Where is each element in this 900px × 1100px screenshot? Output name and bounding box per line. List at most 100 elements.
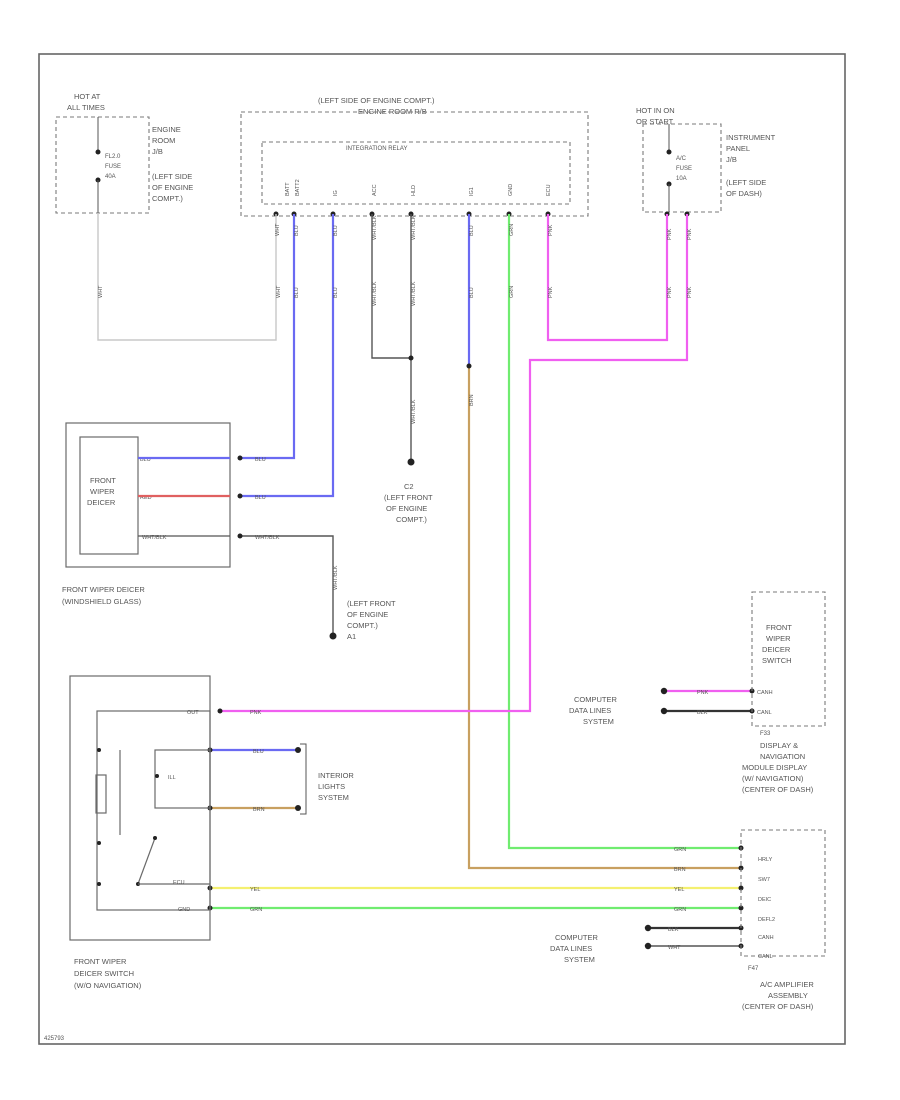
wire-label-wht-blk-6: WHT/BLK bbox=[333, 565, 339, 590]
left-fuse-title-1: HOT AT bbox=[74, 92, 101, 101]
wire-label-blk-1: BLK bbox=[697, 710, 708, 716]
left-fuse-loc-5: OF ENGINE bbox=[152, 183, 193, 192]
ground-c2-name: C2 bbox=[404, 482, 414, 491]
deicer-inner-3: DEICER bbox=[87, 498, 116, 507]
interior-lights-system: INTERIOR LIGHTS SYSTEM bbox=[300, 743, 354, 815]
wire-label-blu-6: BLU bbox=[469, 287, 475, 298]
left-fuse-box: HOT AT ALL TIMES FL2.0 FUSE 40A ENGINE R… bbox=[55, 92, 193, 214]
ground-c2-loc-3: COMPT.) bbox=[396, 515, 427, 524]
nav-caption-4: (W/ NAVIGATION) bbox=[742, 774, 804, 783]
ground-c2-loc-1: (LEFT FRONT bbox=[384, 493, 433, 502]
right-fuse-line-1: A/C bbox=[676, 156, 687, 162]
wire-label-wht-blk-8: WHT/BLK bbox=[255, 535, 280, 541]
nav-inner-2: WIPER bbox=[766, 634, 791, 643]
interior-lights-1: INTERIOR bbox=[318, 771, 354, 780]
left-fuse-line-3: 40A bbox=[105, 174, 116, 180]
wire-label-pnk-5: PNK bbox=[667, 286, 673, 298]
wire-label-pnk-7: PNK bbox=[250, 710, 262, 716]
left-fuse-line-2: FUSE bbox=[105, 164, 121, 170]
amp-pin-sw7: SW7 bbox=[758, 877, 770, 883]
wire-label-wht-3: WHT bbox=[276, 285, 282, 298]
relay-pin-ig1: IG1 bbox=[469, 187, 475, 196]
interior-lights-2: LIGHTS bbox=[318, 782, 345, 791]
deicer-caption-1: FRONT WIPER DEICER bbox=[62, 585, 145, 594]
amp-pin-canl: CANL bbox=[758, 954, 773, 960]
left-fuse-loc-4: (LEFT SIDE bbox=[152, 172, 192, 181]
wire-label-brn-1: BRN bbox=[469, 394, 475, 406]
comp-data-2-line-3: SYSTEM bbox=[564, 955, 595, 964]
wire-label-wht-blk-7: WHT/BLK bbox=[142, 535, 167, 541]
wire-label-blk-2: BLK bbox=[668, 927, 679, 933]
switch-pin-ecu: ECU bbox=[173, 880, 185, 886]
interior-lights-3: SYSTEM bbox=[318, 793, 349, 802]
wire-label-wht-2: WHT bbox=[98, 285, 104, 298]
deicer-inner-1: FRONT bbox=[90, 476, 116, 485]
wire-label-blu-5: BLU bbox=[333, 287, 339, 298]
wire-label-blu-9: BLU bbox=[255, 495, 266, 501]
wire-label-pnk-6: PNK bbox=[687, 286, 693, 298]
nav-caption-5: (CENTER OF DASH) bbox=[742, 785, 814, 794]
comp-data-1-line-2: DATA LINES bbox=[569, 706, 611, 715]
nav-caption-2: NAVIGATION bbox=[760, 752, 805, 761]
engine-room-relay-box: (LEFT SIDE OF ENGINE COMPT.) ENGINE ROOM… bbox=[240, 96, 589, 217]
wire-label-blu-7: BLU bbox=[140, 457, 151, 463]
wire-label-wht-4: WHT bbox=[668, 945, 681, 951]
wire-label-blu-3: BLU bbox=[469, 225, 475, 236]
amp-caption-3: (CENTER OF DASH) bbox=[742, 1002, 814, 1011]
right-fuse-loc-5: OF DASH) bbox=[726, 189, 762, 198]
wire-label-blu-2: BLU bbox=[333, 225, 339, 236]
front-wiper-deicer-switch: OUT ILL ECU GND FRONT WIPER DEICER SWITC… bbox=[69, 675, 211, 990]
nav-pin-canh: CANH bbox=[757, 690, 773, 696]
right-fuse-loc-1: INSTRUMENT bbox=[726, 133, 776, 142]
switch-caption-1: FRONT WIPER bbox=[74, 957, 127, 966]
display-navigation-module: FRONT WIPER DEICER SWITCH CANH CANL F33 … bbox=[742, 591, 826, 794]
right-fuse-line-2: FUSE bbox=[676, 166, 692, 172]
deicer-caption-2: (WINDSHIELD GLASS) bbox=[62, 597, 142, 606]
wire-label-brn-2: BRN bbox=[253, 807, 265, 813]
wire-label-pnk-3: PNK bbox=[687, 228, 693, 240]
nav-connector: F33 bbox=[760, 731, 771, 737]
wire-label-grn-5: GRN bbox=[674, 907, 686, 913]
wires bbox=[97, 213, 752, 947]
nav-caption-1: DISPLAY & bbox=[760, 741, 798, 750]
ground-a1-loc-2: OF ENGINE bbox=[347, 610, 388, 619]
wire-brn-hrly bbox=[467, 366, 741, 870]
ground-a1-loc-3: COMPT.) bbox=[347, 621, 378, 630]
left-fuse-title-2: ALL TIMES bbox=[67, 103, 105, 112]
amp-pin-deic: DEIC bbox=[758, 897, 771, 903]
right-fuse-line-3: 10A bbox=[676, 176, 687, 182]
left-fuse-loc-6: COMPT.) bbox=[152, 194, 183, 203]
amp-caption-2: ASSEMBLY bbox=[768, 991, 808, 1000]
wire-label-grn-2: GRN bbox=[509, 286, 515, 298]
relay-pin-batt2: BATT2 bbox=[295, 179, 301, 196]
right-fuse-loc-4: (LEFT SIDE bbox=[726, 178, 766, 187]
right-fuse-loc-2: PANEL bbox=[726, 144, 750, 153]
wire-wht-batt bbox=[97, 213, 277, 341]
amp-pin-canh: CANH bbox=[758, 935, 774, 941]
left-fuse-loc-3: J/B bbox=[152, 147, 163, 156]
ground-a1: (LEFT FRONT OF ENGINE COMPT.) A1 bbox=[329, 599, 396, 641]
integration-relay-label: INTEGRATION RELAY bbox=[346, 146, 407, 152]
wire-label-wht-blk-1: WHT/BLK bbox=[372, 215, 378, 240]
wire-blu-ig bbox=[240, 214, 335, 498]
wire-label-pnk-8: PNK bbox=[697, 690, 709, 696]
right-fuse-title-1: HOT IN ON bbox=[636, 106, 675, 115]
nav-caption-3: MODULE DISPLAY bbox=[742, 763, 807, 772]
diagram-frame bbox=[38, 53, 846, 1045]
comp-data-1-line-1: COMPUTER bbox=[574, 695, 618, 704]
wire-label-brn-3: BRN bbox=[674, 867, 686, 873]
wire-pnk-out bbox=[220, 214, 689, 713]
wire-label-red: RED bbox=[140, 495, 152, 501]
wire-label-pnk-2: PNK bbox=[667, 228, 673, 240]
ground-c2-loc-2: OF ENGINE bbox=[386, 504, 427, 513]
left-fuse-line-1: FL2.0 bbox=[105, 154, 121, 160]
wire-label-pnk-1: PNK bbox=[548, 224, 554, 236]
ground-a1-loc-1: (LEFT FRONT bbox=[347, 599, 396, 608]
relay-pin-gnd: GND bbox=[508, 184, 514, 196]
amp-pin-defl2: DEFL2 bbox=[758, 917, 775, 923]
wire-color-labels: WHT BLU BLU WHT/BLK WHT/BLK BLU GRN PNK … bbox=[98, 215, 709, 951]
wire-blu-batt2 bbox=[240, 214, 296, 460]
wire-label-wht-blk-3: WHT/BLK bbox=[372, 281, 378, 306]
wire-label-blu-10: BLU bbox=[253, 749, 264, 755]
